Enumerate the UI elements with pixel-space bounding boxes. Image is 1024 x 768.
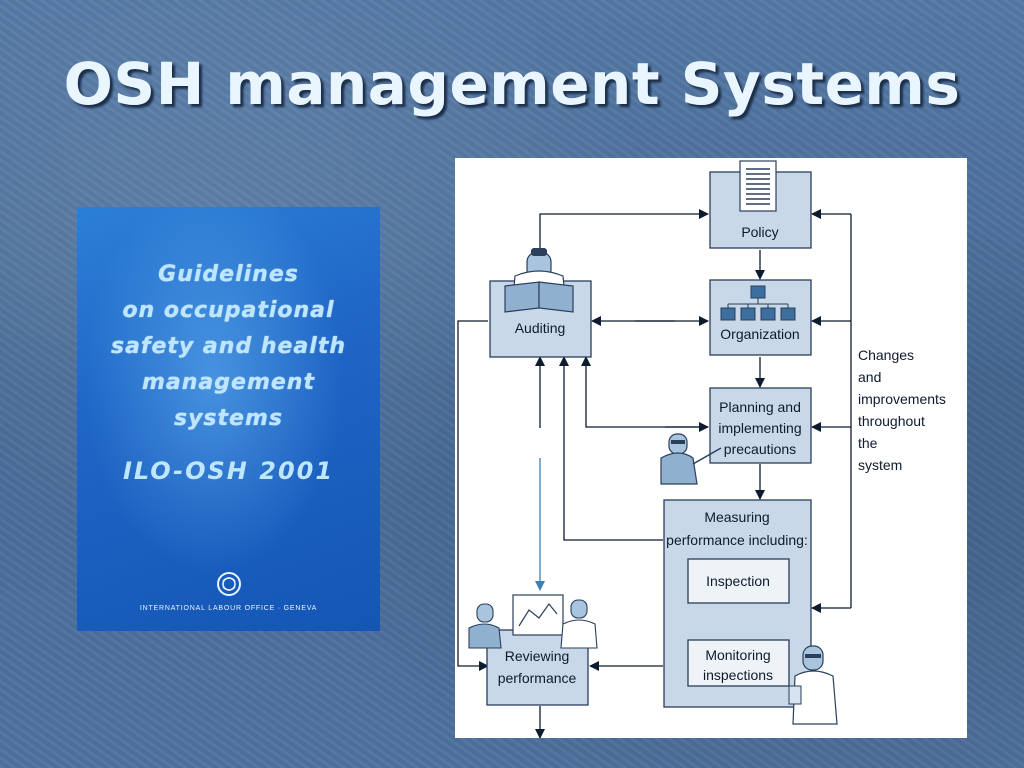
book-title-line: safety and health xyxy=(110,334,346,359)
measuring-label-line: Measuring xyxy=(704,509,769,525)
osh-cycle-diagram: Policy Organization Auditing Planning an… xyxy=(455,158,967,738)
auditing-label: Auditing xyxy=(515,320,566,336)
reviewing-label-line: Reviewing xyxy=(505,648,570,664)
side-note-line: improvements xyxy=(858,391,946,407)
book-title: Guidelines on occupational safety and he… xyxy=(77,257,380,437)
planning-box xyxy=(709,387,812,464)
side-note-line: system xyxy=(858,457,903,473)
planning-label-line: implementing xyxy=(718,420,801,436)
arrow-auditing-to-reviewing xyxy=(457,320,489,671)
policy-label: Policy xyxy=(741,224,778,240)
planning-label-line: precautions xyxy=(724,441,796,457)
auditor-figure-icon xyxy=(504,248,574,313)
policy-document-icon xyxy=(739,160,777,212)
planning-label-line: Planning and xyxy=(719,399,801,415)
monitoring-label-line: inspections xyxy=(703,667,773,683)
arrow-planning-to-auditing xyxy=(581,356,708,428)
inspector-figure-icon xyxy=(788,645,838,725)
arrow-measuring-to-auditing xyxy=(559,356,663,541)
changes-side-note: Changes and improvements throughout the … xyxy=(858,344,958,476)
reviewing-label-line: performance xyxy=(498,670,577,686)
book-title-line: Guidelines xyxy=(158,262,299,287)
ilo-logo-icon xyxy=(217,572,241,596)
presenter-figure-icon xyxy=(660,433,722,485)
monitoring-label-line: Monitoring xyxy=(705,647,770,663)
org-chart-icon xyxy=(720,285,796,321)
side-note-line: Changes xyxy=(858,347,915,363)
slide-title: OSH management Systems xyxy=(63,50,961,118)
book-code: ILO-OSH 2001 xyxy=(122,457,335,485)
inspection-label: Inspection xyxy=(706,573,770,589)
review-meeting-icon xyxy=(468,594,598,649)
diagram-canvas: Policy Organization Auditing Planning an… xyxy=(457,160,852,738)
book-publisher: INTERNATIONAL LABOUR OFFICE · GENEVA xyxy=(139,605,318,612)
side-note-line: throughout xyxy=(858,413,925,429)
book-title-line: systems xyxy=(174,406,283,431)
organization-label: Organization xyxy=(720,326,799,342)
monitoring-box xyxy=(687,639,790,687)
measuring-label-line: performance including: xyxy=(666,532,808,548)
side-note-line: the xyxy=(858,435,878,451)
arrow-auditing-to-policy xyxy=(539,209,709,281)
book-title-line: management xyxy=(142,370,315,395)
book-cover-image: Guidelines on occupational safety and he… xyxy=(77,207,380,631)
inspection-box xyxy=(687,558,790,604)
side-note-line: and xyxy=(858,369,882,385)
book-title-line: on occupational xyxy=(122,298,335,323)
